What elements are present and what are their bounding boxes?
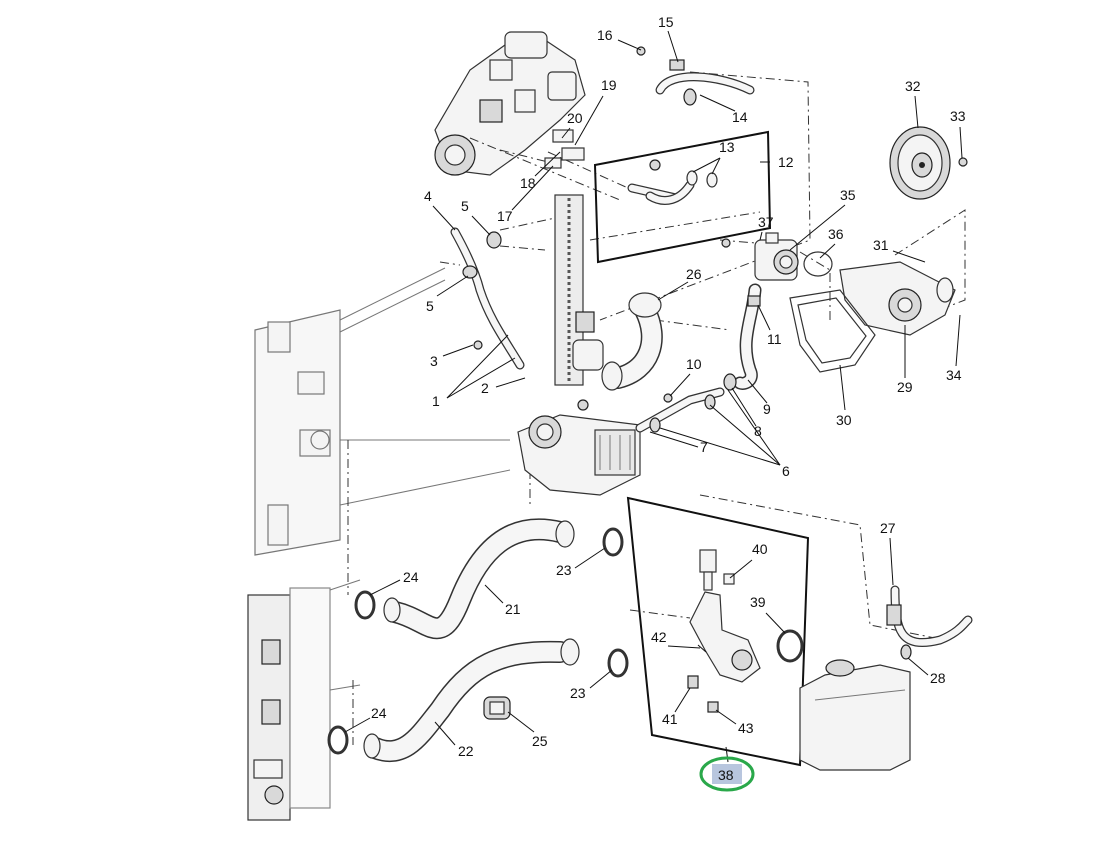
- callout-11: 11: [767, 331, 782, 347]
- callout-10: 10: [686, 356, 702, 372]
- callout-30: 30: [836, 412, 852, 428]
- callout-34: 34: [946, 367, 962, 383]
- callout-9: 9: [763, 401, 771, 417]
- highlight-badge: [712, 764, 742, 784]
- pipe-4: [450, 227, 525, 370]
- callout-8: 8: [754, 423, 762, 439]
- highlight-38[interactable]: 38: [699, 756, 755, 792]
- callout-19: 19: [601, 77, 617, 93]
- callout-36: 36: [828, 226, 844, 242]
- callout-41: 41: [662, 711, 678, 727]
- water-pump-29: [789, 261, 956, 373]
- clamp-24-lower: [327, 725, 349, 755]
- callout-25: 25: [532, 733, 548, 749]
- callout-5-upper: 5: [461, 198, 469, 214]
- callout-2: 2: [481, 380, 489, 396]
- callout-24-upper: 24: [403, 569, 419, 585]
- highlight-ring: [699, 756, 755, 792]
- callout-12: 12: [778, 154, 794, 170]
- detail-box-12: [593, 130, 772, 264]
- callout-6: 6: [782, 463, 790, 479]
- hose-26: [601, 292, 663, 391]
- fitting-14: [636, 46, 755, 106]
- callout-18: 18: [520, 175, 536, 191]
- fittings-17-20: [544, 129, 585, 169]
- radiator-lower: [247, 579, 361, 821]
- callout-21: 21: [505, 601, 521, 617]
- callout-13: 13: [719, 139, 735, 155]
- hose-21: [383, 518, 575, 640]
- clamp-23-lower: [607, 648, 629, 678]
- callout-20: 20: [567, 110, 583, 126]
- callout-15: 15: [658, 14, 674, 30]
- callout-1: 1: [432, 393, 440, 409]
- callout-5-lower: 5: [426, 298, 434, 314]
- callout-38: 38: [718, 767, 734, 783]
- callout-26: 26: [686, 266, 702, 282]
- pipe-7: [635, 373, 737, 433]
- callout-23-lower: 23: [570, 685, 586, 701]
- callout-31: 31: [873, 237, 889, 253]
- hose-9: [733, 283, 762, 390]
- callout-29: 29: [897, 379, 913, 395]
- water-outlet-35: [721, 232, 833, 281]
- callout-32: 32: [905, 78, 921, 94]
- radiator-upper: [254, 267, 511, 556]
- callout-43: 43: [738, 720, 754, 736]
- callout-4: 4: [424, 188, 432, 204]
- callout-23-upper: 23: [556, 562, 572, 578]
- oil-cooler-housing: [517, 414, 641, 496]
- callout-33: 33: [950, 108, 966, 124]
- callout-3: 3: [430, 353, 438, 369]
- hose-22: [363, 638, 580, 763]
- detail-box-38: [626, 496, 810, 767]
- callout-14: 14: [732, 109, 748, 125]
- callout-40: 40: [752, 541, 768, 557]
- callout-24-lower: 24: [371, 705, 387, 721]
- callout-22: 22: [458, 743, 474, 759]
- bracket-25: [483, 696, 511, 720]
- callout-42: 42: [651, 629, 667, 645]
- clamp-24-upper: [354, 590, 376, 620]
- callout-27: 27: [880, 520, 896, 536]
- callout-28: 28: [930, 670, 946, 686]
- pulley-32: [889, 126, 968, 200]
- callouts: 15 16 19 14 20 13 12 18 17 4 5 5 3 2 1 2…: [344, 14, 966, 759]
- callout-39: 39: [750, 594, 766, 610]
- callout-7: 7: [700, 439, 708, 455]
- callout-16: 16: [597, 27, 613, 43]
- coolant-reservoir: [799, 659, 911, 771]
- clamp-23-upper: [602, 527, 624, 557]
- turbocharger-assembly: [434, 31, 586, 176]
- hose-27: [886, 585, 973, 660]
- radiator-core: [554, 194, 604, 411]
- callout-35: 35: [840, 187, 856, 203]
- callout-37: 37: [758, 214, 774, 230]
- callout-17: 17: [497, 208, 513, 224]
